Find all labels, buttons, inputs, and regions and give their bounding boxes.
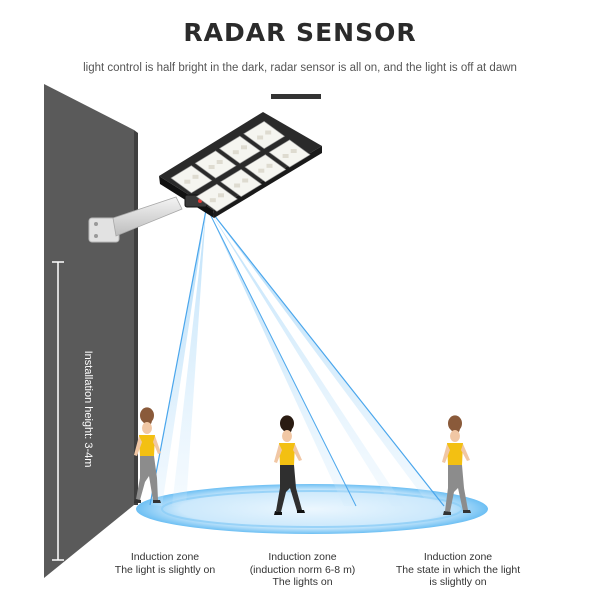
mounting-bracket <box>88 196 183 243</box>
led-chip <box>184 179 191 184</box>
zone-caption-center: Induction zone (induction norm 6-8 m) Th… <box>230 551 375 589</box>
led-panel-grid <box>170 121 311 212</box>
led-chip <box>258 168 265 173</box>
led-panel <box>243 121 286 149</box>
led-chip <box>192 174 199 179</box>
person-center <box>274 415 305 515</box>
page-subtitle: light control is half bright in the dark… <box>83 62 517 74</box>
led-panel <box>194 150 237 179</box>
height-indicator <box>52 261 64 561</box>
zone-caption-right: Induction zone The state in which the li… <box>383 551 533 589</box>
led-chip <box>257 135 264 140</box>
led-chip <box>209 198 216 203</box>
led-panel <box>220 169 263 197</box>
led-chip <box>290 149 297 153</box>
led-chip <box>216 160 223 164</box>
person-right <box>442 415 471 515</box>
led-chip <box>241 145 247 150</box>
led-chip <box>218 193 224 198</box>
mounting-arm <box>112 196 183 237</box>
zone-caption-line: Induction zone <box>130 551 200 563</box>
beam-edge-left <box>149 209 207 506</box>
beam-edge-center <box>207 209 357 507</box>
led-panel <box>195 183 238 212</box>
zone-caption-line: The state in which the light <box>395 563 521 576</box>
beam-right-inner <box>209 210 404 506</box>
induction-ring <box>136 484 488 534</box>
led-chip <box>265 130 272 135</box>
led-chip <box>266 163 273 168</box>
zone-caption-line: Induction zone <box>423 551 493 563</box>
led-chip <box>208 165 215 169</box>
beam-edge-right <box>209 209 445 507</box>
street-lamp-head <box>159 112 322 218</box>
led-panel <box>268 139 311 168</box>
zone-caption-line: The lights on <box>272 576 333 588</box>
led-panel <box>218 135 261 164</box>
person-left <box>134 407 161 503</box>
induction-ring-inner <box>161 490 463 528</box>
radar-beams <box>149 209 445 507</box>
led-panel <box>244 154 287 183</box>
zone-caption-line: The light is slightly on <box>114 563 216 576</box>
wall <box>44 84 134 578</box>
led-chip <box>234 183 241 188</box>
led-chip <box>282 154 289 158</box>
page-title: RADAR SENSOR <box>183 18 417 47</box>
title-underline <box>271 94 321 99</box>
led-panel <box>170 165 213 194</box>
led-chip <box>232 150 239 155</box>
zone-caption-line: (induction norm 6-8 m) <box>249 563 356 576</box>
zone-caption-line: Induction zone <box>268 551 337 563</box>
zone-caption-left: Induction zone The light is slightly on <box>95 551 235 576</box>
zone-caption-line: is slightly on <box>429 576 487 588</box>
led-chip <box>242 178 249 183</box>
beam-left-inner <box>172 210 206 506</box>
